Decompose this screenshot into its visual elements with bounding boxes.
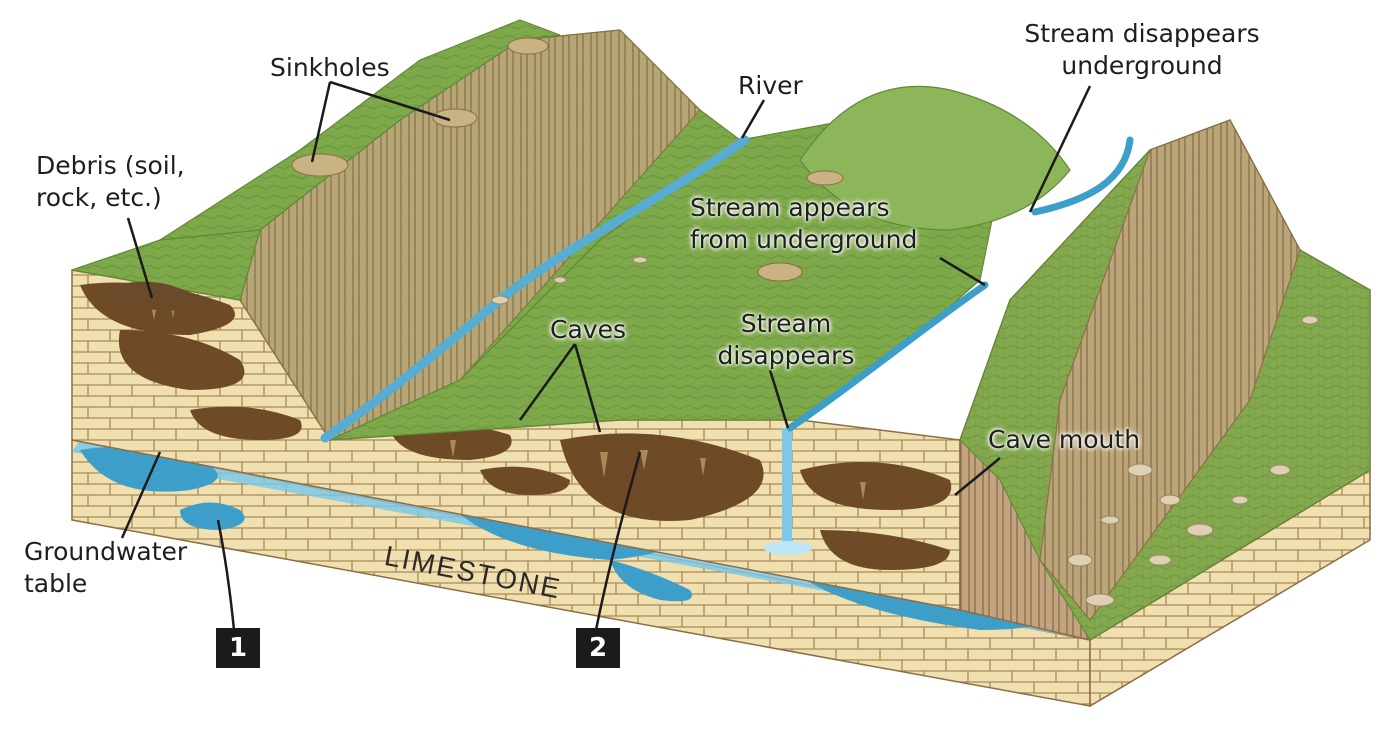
label-cave-mouth: Cave mouth bbox=[988, 425, 1141, 454]
label-stream-disappears: Stream disappears bbox=[706, 308, 866, 372]
label-stream-disappears-line1: Stream bbox=[740, 309, 832, 338]
label-stream-disappears-line2: disappears bbox=[717, 341, 855, 370]
cave-void-6 bbox=[800, 462, 952, 510]
sinkhole-1 bbox=[291, 153, 349, 177]
debris-pile bbox=[90, 281, 220, 311]
cave-void-5 bbox=[560, 433, 764, 521]
waterfall-splash bbox=[764, 541, 812, 555]
right-cliff-wall bbox=[1039, 119, 1301, 621]
left-top bbox=[159, 19, 561, 241]
label-stream-appears-line2: from underground bbox=[690, 225, 918, 254]
label-stream-disappears-underground-line1: Stream disappears bbox=[1024, 19, 1260, 48]
label-debris: Debris (soil, rock, etc.) bbox=[36, 150, 185, 214]
stream-upper bbox=[1031, 136, 1134, 216]
stream-lower bbox=[786, 281, 989, 432]
label-groundwater-table: Groundwater table bbox=[24, 536, 187, 600]
cave-void-7 bbox=[820, 530, 950, 570]
cave-void-8 bbox=[480, 466, 570, 495]
groundwater-pool-2 bbox=[180, 502, 245, 530]
label-groundwater-table-line2: table bbox=[24, 569, 88, 598]
label-stream-disappears-underground: Stream disappears underground bbox=[1012, 18, 1272, 82]
cave-void-2 bbox=[118, 330, 245, 390]
label-groundwater-table-line1: Groundwater bbox=[24, 537, 188, 566]
marker-2: 2 bbox=[576, 628, 620, 668]
label-stream-disappears-underground-line2: underground bbox=[1061, 51, 1223, 80]
sinkhole-2 bbox=[432, 108, 478, 128]
label-caves: Caves bbox=[550, 315, 626, 344]
cave-void-3 bbox=[190, 406, 302, 440]
river bbox=[320, 135, 750, 443]
sinkhole-4 bbox=[757, 262, 803, 282]
middle-hill bbox=[799, 85, 1071, 231]
label-debris-line2: rock, etc.) bbox=[36, 183, 162, 212]
sinkhole-3 bbox=[507, 37, 549, 55]
leader-lines bbox=[120, 80, 1092, 631]
sinkhole-5 bbox=[806, 170, 844, 186]
waterfall bbox=[782, 428, 792, 548]
label-river: River bbox=[738, 71, 803, 100]
marker-1: 1 bbox=[216, 628, 260, 668]
groundwater-pool-5 bbox=[610, 560, 692, 602]
label-stream-appears-line1: Stream appears bbox=[690, 193, 890, 222]
label-stream-appears: Stream appears from underground bbox=[690, 192, 917, 256]
label-debris-line1: Debris (soil, bbox=[36, 151, 185, 180]
boulders bbox=[491, 256, 1319, 607]
label-sinkholes: Sinkholes bbox=[270, 53, 390, 82]
